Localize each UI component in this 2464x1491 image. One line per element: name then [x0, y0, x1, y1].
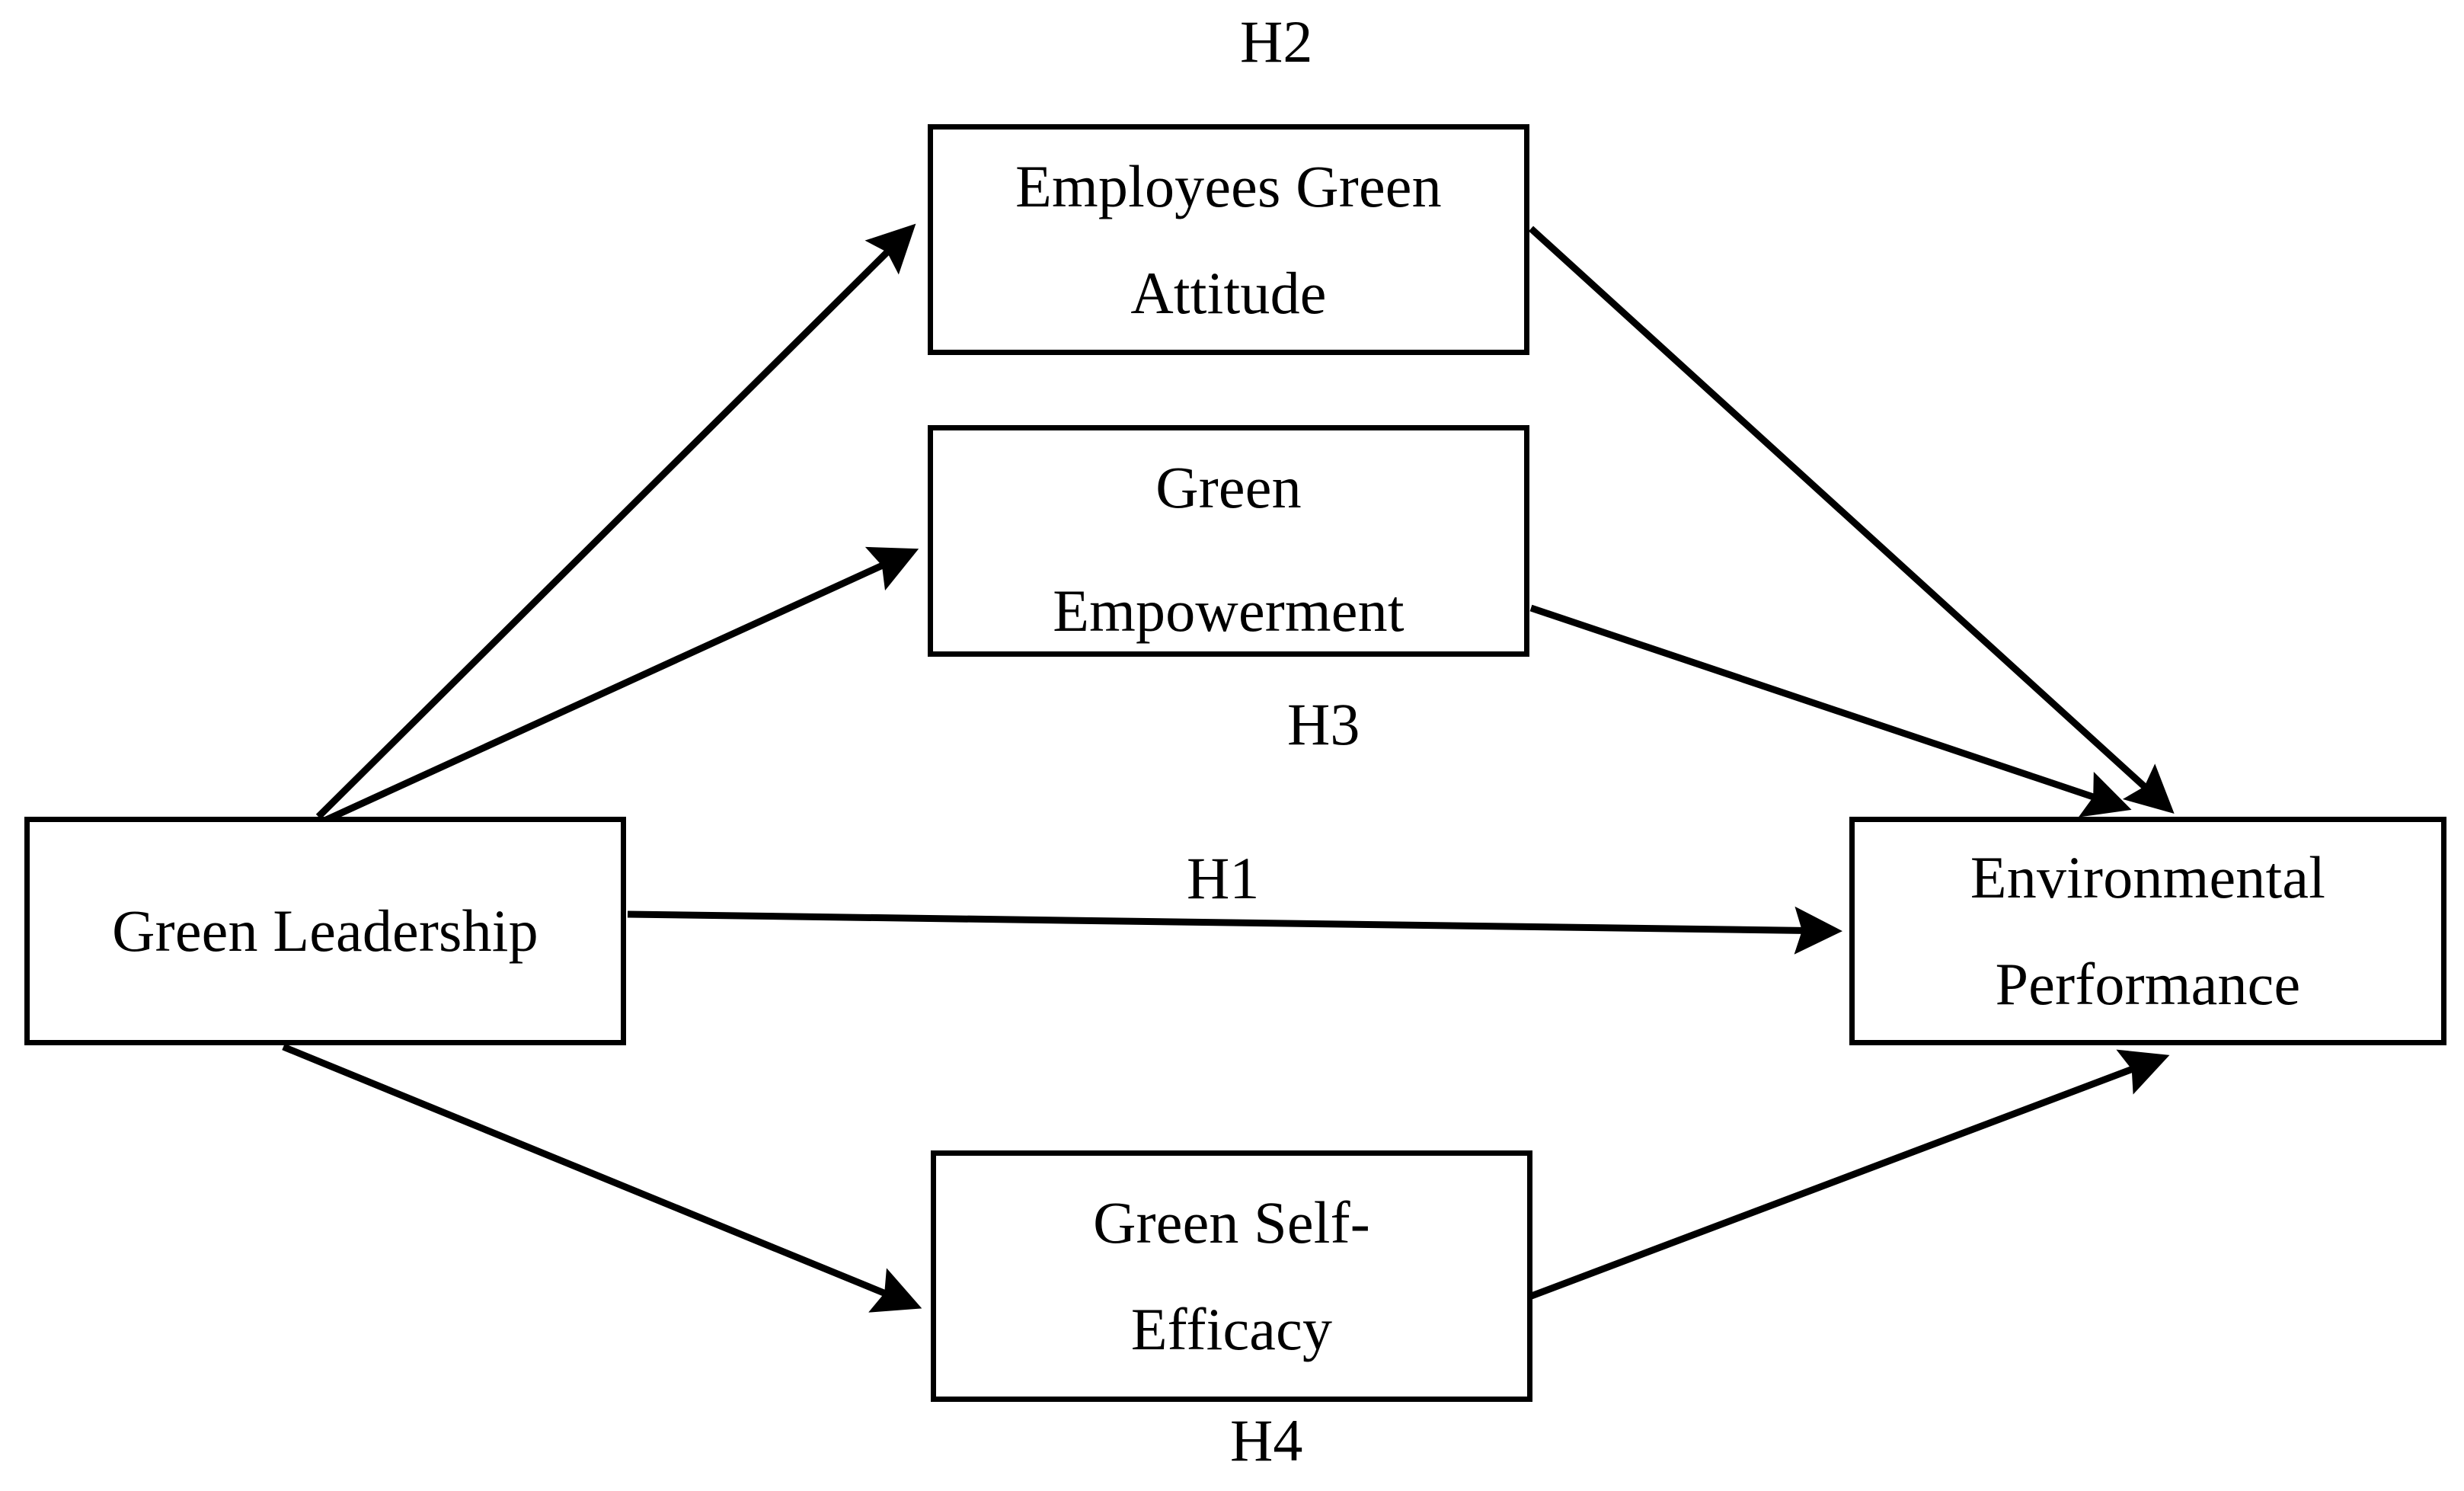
hypothesis-label-h1: H1: [1187, 845, 1260, 911]
node-green-leadership: Green Leadership: [24, 817, 626, 1045]
arrow-leadership-to-self-efficacy: [282, 1043, 922, 1313]
node-label-line: Performance: [1995, 951, 2301, 1017]
node-environmental-performance: Environmental Performance: [1849, 817, 2446, 1045]
node-label-line: Environmental: [1970, 844, 2326, 910]
node-green-self-efficacy: Green Self- Efficacy: [931, 1150, 1532, 1402]
node-label-line: Green: [1155, 454, 1302, 520]
node-green-empowerment: Green Empowerment: [928, 425, 1529, 657]
node-label-line: Employees Green: [1015, 152, 1442, 219]
arrow-leadership-to-performance: [627, 906, 1842, 955]
arrow-self-efficacy-to-performance: [1516, 1049, 2170, 1305]
node-label-line: Green Self-: [1093, 1189, 1370, 1256]
node-employees-green-attitude: Employees Green Attitude: [928, 124, 1529, 355]
arrow-leadership-to-attitude: [315, 223, 916, 820]
node-label-line: Green Leadership: [112, 897, 539, 964]
arrow-empowerment-to-performance: [1529, 604, 2132, 817]
hypothesis-label-h3: H3: [1287, 691, 1360, 757]
node-label-line: Empowerment: [1053, 578, 1405, 644]
hypothesis-label-h4: H4: [1230, 1407, 1303, 1473]
hypothesis-label-h2: H2: [1240, 8, 1313, 75]
node-label-line: Efficacy: [1130, 1296, 1333, 1362]
arrow-attitude-to-performance: [1528, 226, 2175, 814]
arrow-leadership-to-empowerment: [321, 546, 919, 825]
node-label-line: Attitude: [1130, 259, 1327, 326]
